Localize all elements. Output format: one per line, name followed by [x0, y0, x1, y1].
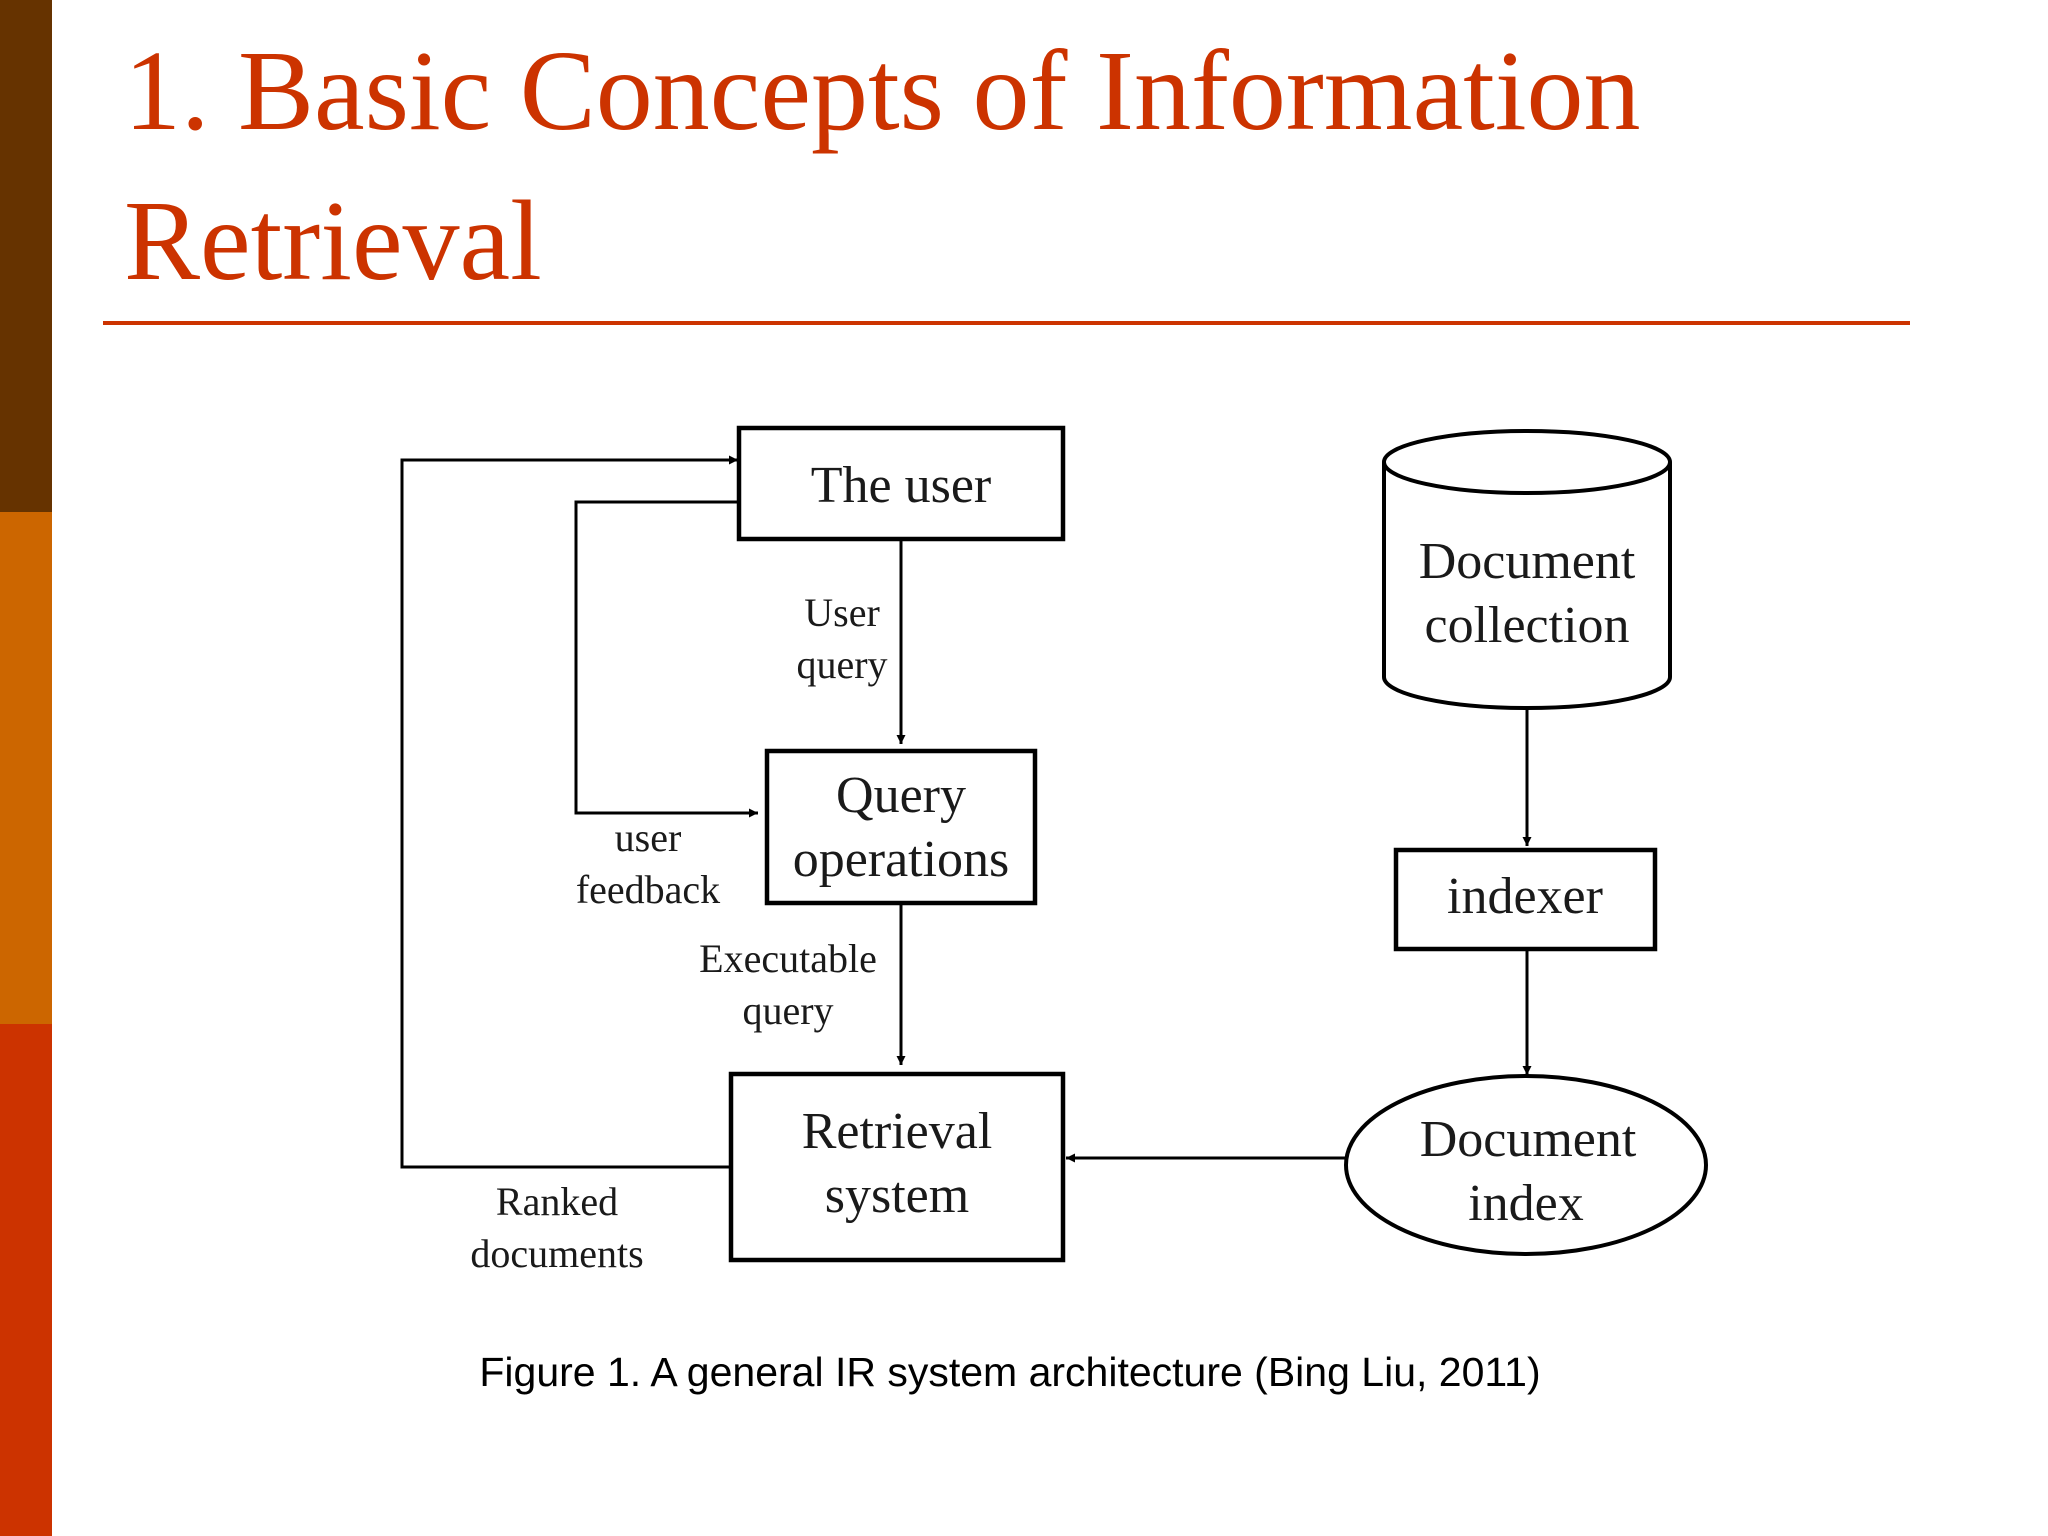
accent-bar-bottom	[0, 1024, 52, 1536]
edge-label-user-query-1: User	[804, 590, 880, 635]
node-document-collection-label-2: collection	[1424, 597, 1629, 654]
edge-label-ranked-documents-1: Ranked	[496, 1179, 618, 1224]
edge-label-user-query-2: query	[796, 642, 887, 687]
node-retrieval-system-label-2: system	[825, 1167, 969, 1224]
edge-label-executable-query-2: query	[742, 988, 833, 1033]
edge-label-user-feedback-2: feedback	[576, 867, 720, 912]
node-query-operations: Query operations	[764, 748, 1038, 906]
title-underline	[103, 321, 1910, 325]
node-document-collection-label-1: Document	[1419, 533, 1636, 590]
node-query-operations-label-1: Query	[836, 767, 966, 824]
edge-label-executable-query-1: Executable	[699, 936, 877, 981]
node-document-index-label-2: index	[1468, 1175, 1584, 1232]
node-query-operations-label-2: operations	[793, 831, 1010, 888]
edge-user-feedback	[574, 500, 758, 818]
node-document-index-label-1: Document	[1420, 1111, 1637, 1168]
edge-label-ranked-documents-2: documents	[470, 1231, 643, 1276]
edge-ranked-documents	[400, 455, 738, 1169]
edge-label-user-feedback-1: user	[615, 815, 682, 860]
node-retrieval-system-label-1: Retrieval	[802, 1103, 993, 1160]
figure-caption: Figure 1. A general IR system architectu…	[479, 1349, 1541, 1395]
accent-bar-middle	[0, 512, 52, 1024]
node-indexer: indexer	[1393, 847, 1658, 952]
node-retrieval-system: Retrieval system	[728, 1071, 1066, 1263]
accent-bar-top	[0, 0, 52, 512]
node-indexer-label: indexer	[1447, 868, 1603, 925]
slide-title: 1. Basic Concepts of Information Retriev…	[124, 27, 1641, 304]
node-document-collection: Document collection	[1382, 429, 1672, 710]
node-the-user-label: The user	[811, 457, 991, 514]
node-the-user: The user	[736, 425, 1066, 542]
node-document-index: Document index	[1344, 1074, 1708, 1256]
